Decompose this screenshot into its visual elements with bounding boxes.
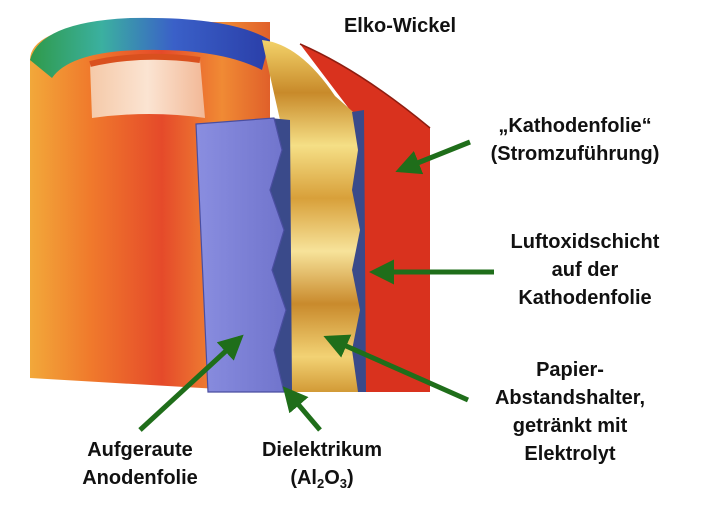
label-papier-abstandshalter: Papier- Abstandshalter, getränkt mit Ele… bbox=[455, 356, 685, 468]
formula-o: O bbox=[324, 467, 340, 489]
roll-top-edge bbox=[30, 17, 270, 78]
label-line: Dielektrikum bbox=[261, 439, 383, 461]
arrow-papier bbox=[323, 334, 470, 403]
label-line: getränkt mit bbox=[512, 415, 628, 437]
label-dielektrikum: Dielektrikum (Al2O3) bbox=[237, 436, 407, 492]
dielectric-layer bbox=[266, 118, 292, 392]
arrow-kathode bbox=[395, 139, 471, 175]
label-line: auf der bbox=[551, 259, 619, 281]
label-line: Anodenfolie bbox=[82, 467, 198, 489]
arrow-anode bbox=[138, 334, 244, 432]
label-line: Papier- bbox=[536, 359, 604, 381]
formula-open: (Al bbox=[290, 467, 317, 489]
arrow-dielektrikum bbox=[282, 386, 322, 432]
formula-close: ) bbox=[347, 467, 354, 489]
anode-foil bbox=[195, 117, 287, 393]
inner-core bbox=[90, 56, 205, 118]
label-kathodenfolie: „Kathodenfolie“ (Stromzuführung) bbox=[455, 112, 695, 168]
label-anodenfolie: Aufgeraute Anodenfolie bbox=[50, 436, 230, 492]
label-line: Abstandshalter, bbox=[494, 387, 646, 409]
formula-sub-2: 2 bbox=[316, 476, 325, 491]
formula-sub-3: 3 bbox=[339, 476, 348, 491]
label-line: (Stromzuführung) bbox=[490, 143, 660, 165]
label-line: Kathodenfolie bbox=[518, 287, 652, 309]
label-line: Luftoxidschicht bbox=[510, 231, 660, 253]
label-luftoxidschicht: Luftoxidschicht auf der Kathodenfolie bbox=[470, 228, 700, 312]
label-formula: (Al2O3) bbox=[237, 464, 407, 492]
diagram-title: Elko-Wickel bbox=[343, 15, 457, 37]
label-line: „Kathodenfolie“ bbox=[498, 115, 652, 137]
cathode-foil bbox=[300, 44, 430, 392]
label-line: Elektrolyt bbox=[524, 443, 616, 465]
air-oxide-layer bbox=[352, 110, 366, 392]
label-line: Aufgeraute bbox=[87, 439, 193, 461]
